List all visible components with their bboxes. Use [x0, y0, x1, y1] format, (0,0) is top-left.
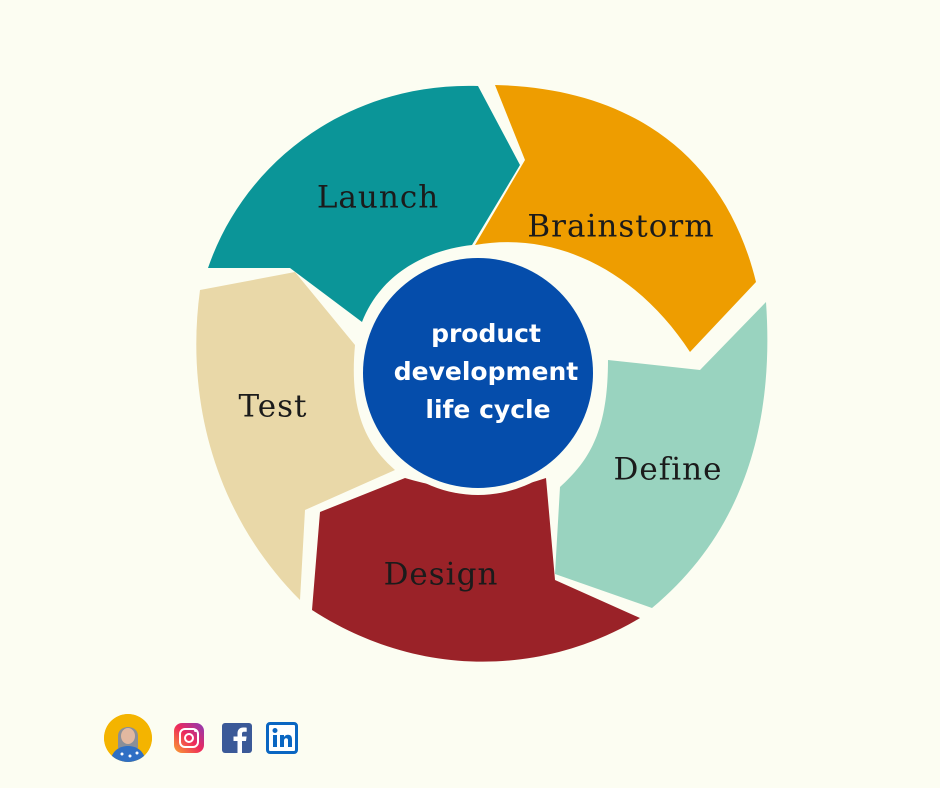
segment-test	[196, 272, 395, 600]
instagram-icon[interactable]	[174, 723, 204, 753]
segment-launch	[208, 85, 520, 322]
segment-define	[555, 302, 768, 608]
segment-design	[312, 478, 640, 662]
avatar[interactable]	[104, 714, 152, 762]
segment-brainstorm	[475, 85, 756, 352]
facebook-icon[interactable]	[222, 723, 252, 753]
stage-label-design: Design	[384, 557, 499, 593]
stage-label-brainstorm: Brainstorm	[527, 209, 714, 245]
linkedin-icon[interactable]	[266, 722, 298, 754]
center-label-line-1: product	[431, 319, 541, 348]
center-label-line-3: life cycle	[425, 395, 550, 424]
stage-label-test: Test	[239, 389, 308, 425]
stage-label-launch: Launch	[317, 180, 439, 216]
stage-label-define: Define	[614, 452, 723, 488]
center-label-line-2: development	[394, 357, 579, 386]
social-footer	[104, 713, 298, 763]
center-core	[363, 258, 593, 488]
avatar-portrait-icon	[104, 714, 152, 762]
